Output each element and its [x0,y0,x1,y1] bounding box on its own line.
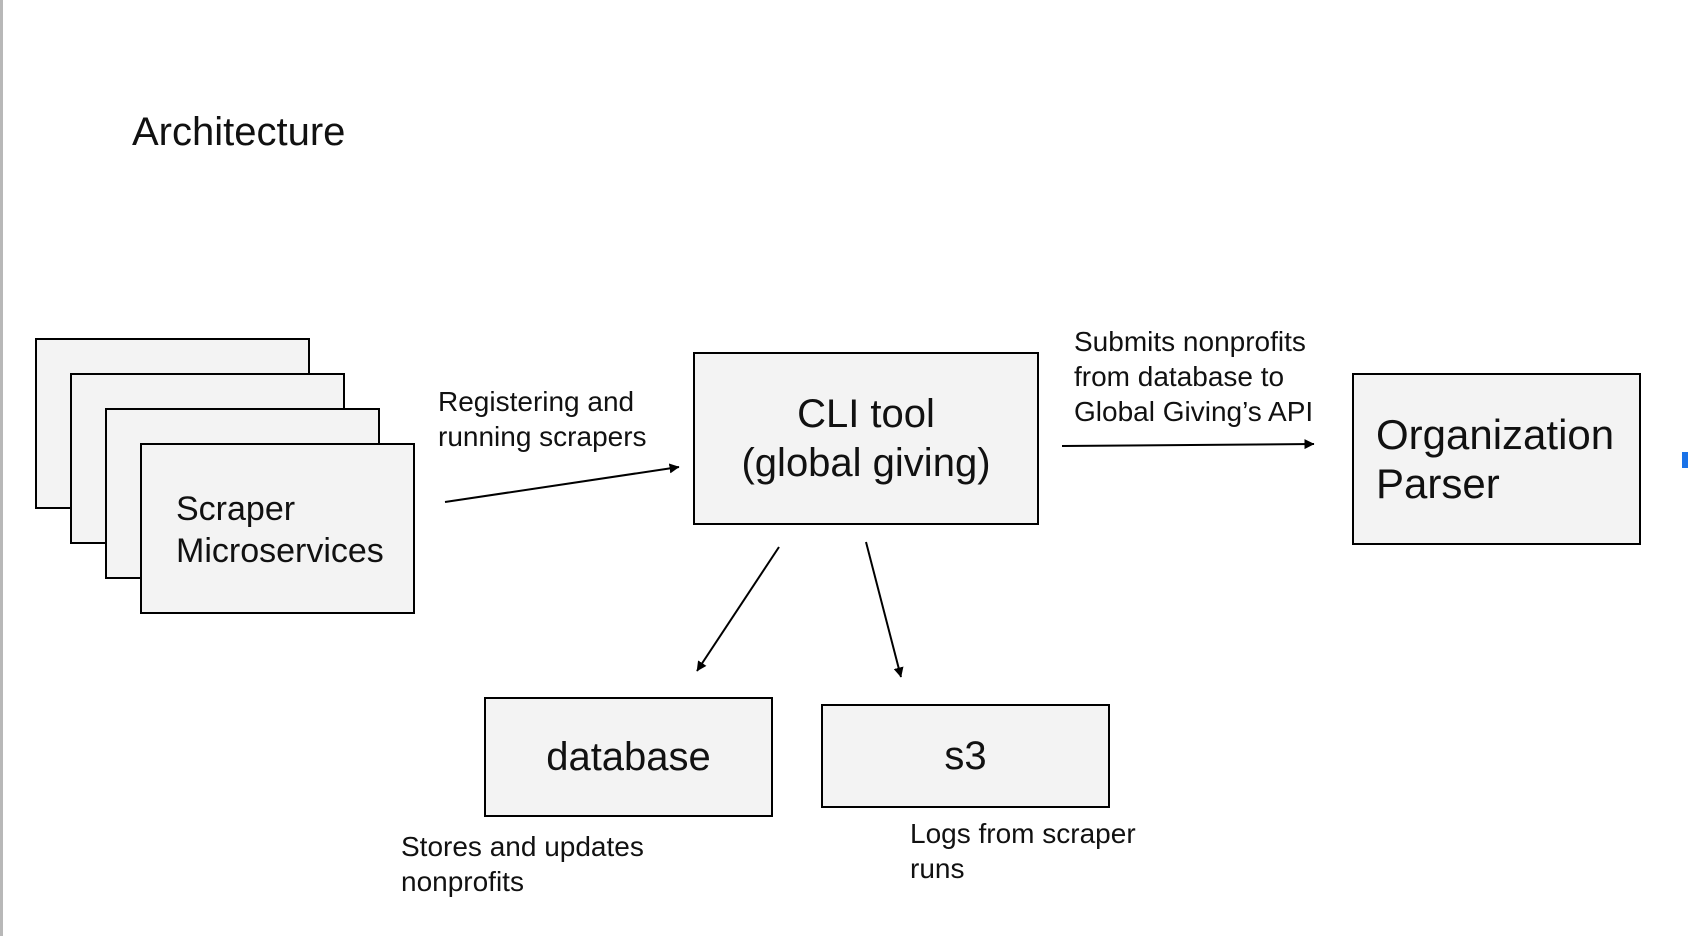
scraper-to-cli-annotation: Registering and running scrapers [438,386,647,452]
organization-parser-label: Organization Parser [1376,411,1615,507]
s3-box[interactable]: s3 [821,704,1110,808]
arrow-cli-to-parser [1061,439,1315,450]
s3-annotation: Logs from scraper runs [910,818,1136,884]
s3-label: s3 [944,734,987,778]
organization-parser-box[interactable]: Organization Parser [1352,373,1641,545]
arrow-scraper-to-cli [444,463,680,503]
arrow-cli-to-s3 [865,541,904,678]
database-label: database [546,735,711,779]
cli-tool-box[interactable]: CLI tool (global giving) [693,352,1039,525]
arrow-cli-to-database [696,546,780,672]
page-left-edge [0,0,3,936]
scraper-microservices-label: Scraper Microservices [176,489,384,570]
database-box[interactable]: database [484,697,773,817]
cli-tool-label: CLI tool (global giving) [741,391,991,485]
cli-to-parser-annotation: Submits nonprofits from database to Glob… [1074,326,1314,427]
database-annotation: Stores and updates nonprofits [401,831,644,897]
scraper-microservices-box[interactable]: Scraper Microservices [140,443,415,614]
diagram-title: Architecture [132,110,346,154]
scrollbar-edge-marker [1682,452,1688,468]
